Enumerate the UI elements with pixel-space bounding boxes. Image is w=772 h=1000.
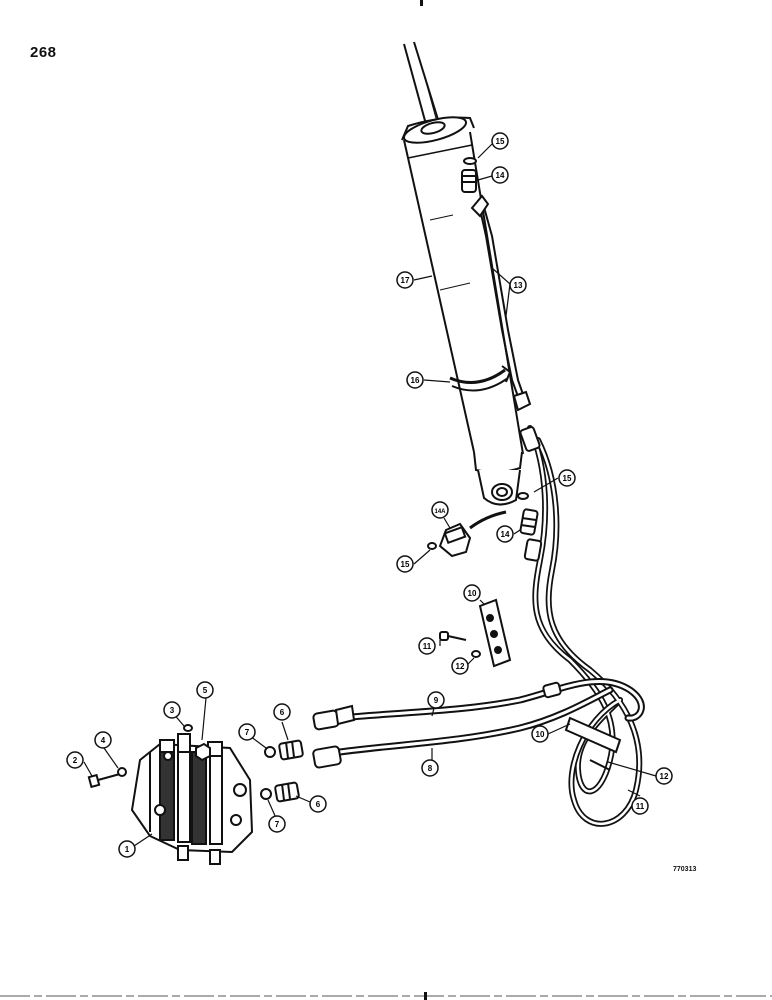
callout-13: 13 bbox=[509, 276, 527, 294]
cylinder-base-end bbox=[473, 451, 523, 506]
o-ring-15-lower bbox=[517, 492, 529, 500]
bottom-scan-mark bbox=[424, 992, 427, 1000]
callout-15-lower: 15 bbox=[558, 469, 576, 487]
piston-rod bbox=[403, 41, 441, 129]
callout-15-top: 15 bbox=[491, 132, 509, 150]
elbow-fitting-14A bbox=[427, 510, 507, 558]
callout-label: 15 bbox=[563, 474, 572, 483]
top-scan-mark bbox=[420, 0, 423, 6]
o-ring-15-elbow bbox=[427, 542, 437, 550]
callout-label: 14 bbox=[496, 171, 505, 180]
callout-9: 9 bbox=[427, 691, 445, 709]
callout-label: 17 bbox=[401, 276, 410, 285]
callout-label: 13 bbox=[514, 281, 523, 290]
callout-label: 8 bbox=[428, 764, 433, 773]
callout-label: 2 bbox=[73, 756, 78, 765]
callout-12-loop: 12 bbox=[655, 767, 673, 785]
callout-label: 7 bbox=[245, 728, 250, 737]
callout-label: 12 bbox=[456, 662, 465, 671]
drawing-id: 770313 bbox=[673, 866, 697, 873]
callout-label: 11 bbox=[423, 642, 432, 651]
control-valve bbox=[130, 733, 254, 865]
callout-label: 14 bbox=[501, 530, 510, 539]
callout-14A: 14A bbox=[431, 501, 449, 519]
callout-14-top: 14 bbox=[491, 166, 509, 184]
callout-label: 10 bbox=[468, 589, 477, 598]
fitting-14-top bbox=[461, 157, 477, 193]
hose-clamp-block bbox=[439, 598, 512, 668]
o-ring-7-lower bbox=[260, 788, 272, 800]
callout-6-upper: 6 bbox=[273, 703, 291, 721]
callout-label: 16 bbox=[411, 376, 420, 385]
o-ring-15-top bbox=[463, 157, 477, 165]
callout-10-top: 10 bbox=[463, 584, 481, 602]
callout-label: 4 bbox=[101, 736, 106, 745]
cylinder-tube bbox=[470, 194, 532, 412]
callout-1: 1 bbox=[118, 840, 136, 858]
page-number: 268 bbox=[30, 44, 57, 61]
callout-2: 2 bbox=[66, 751, 84, 769]
leader-lines bbox=[83, 143, 657, 847]
callout-5: 5 bbox=[196, 681, 214, 699]
callout-8: 8 bbox=[421, 759, 439, 777]
callout-12-top: 12 bbox=[451, 657, 469, 675]
callout-label: 12 bbox=[660, 772, 669, 781]
callout-10-loop: 10 bbox=[531, 725, 549, 743]
callout-label: 14A bbox=[434, 509, 446, 515]
adapter-6-lower bbox=[260, 781, 300, 803]
callout-3: 3 bbox=[163, 701, 181, 719]
hose-end-fittings bbox=[312, 426, 562, 769]
callout-7-lower: 7 bbox=[268, 815, 286, 833]
adapter-6-upper bbox=[264, 739, 304, 761]
fitting-14-lower bbox=[517, 492, 539, 536]
callout-label: 15 bbox=[401, 560, 410, 569]
bolt-2 bbox=[87, 767, 127, 789]
callout-11-loop: 11 bbox=[631, 797, 649, 815]
callout-label: 3 bbox=[170, 706, 175, 715]
hose-11-b-inner bbox=[536, 438, 641, 825]
callout-17: 17 bbox=[396, 271, 414, 289]
hoses bbox=[336, 425, 645, 827]
loop-clamp bbox=[564, 716, 622, 771]
callout-14-lower: 14 bbox=[496, 525, 514, 543]
callout-label: 5 bbox=[203, 686, 208, 695]
hydraulic-cylinder bbox=[401, 41, 532, 506]
callout-label: 7 bbox=[275, 820, 280, 829]
washer-3 bbox=[183, 724, 193, 732]
callout-label: 9 bbox=[434, 696, 439, 705]
callout-label: 6 bbox=[280, 708, 285, 717]
callout-label: 15 bbox=[496, 137, 505, 146]
o-ring-7-upper bbox=[264, 746, 276, 758]
callout-11-top: 11 bbox=[418, 637, 436, 655]
callout-16: 16 bbox=[406, 371, 424, 389]
callout-label: 11 bbox=[636, 802, 645, 811]
callout-label: 1 bbox=[125, 845, 130, 854]
callout-6-lower: 6 bbox=[309, 795, 327, 813]
callout-4: 4 bbox=[94, 731, 112, 749]
callout-label: 10 bbox=[536, 730, 545, 739]
callout-7-upper: 7 bbox=[238, 723, 256, 741]
washer-4 bbox=[117, 767, 127, 777]
callout-label: 6 bbox=[316, 800, 321, 809]
callout-15-elbow: 15 bbox=[396, 555, 414, 573]
nut-5 bbox=[183, 724, 211, 762]
